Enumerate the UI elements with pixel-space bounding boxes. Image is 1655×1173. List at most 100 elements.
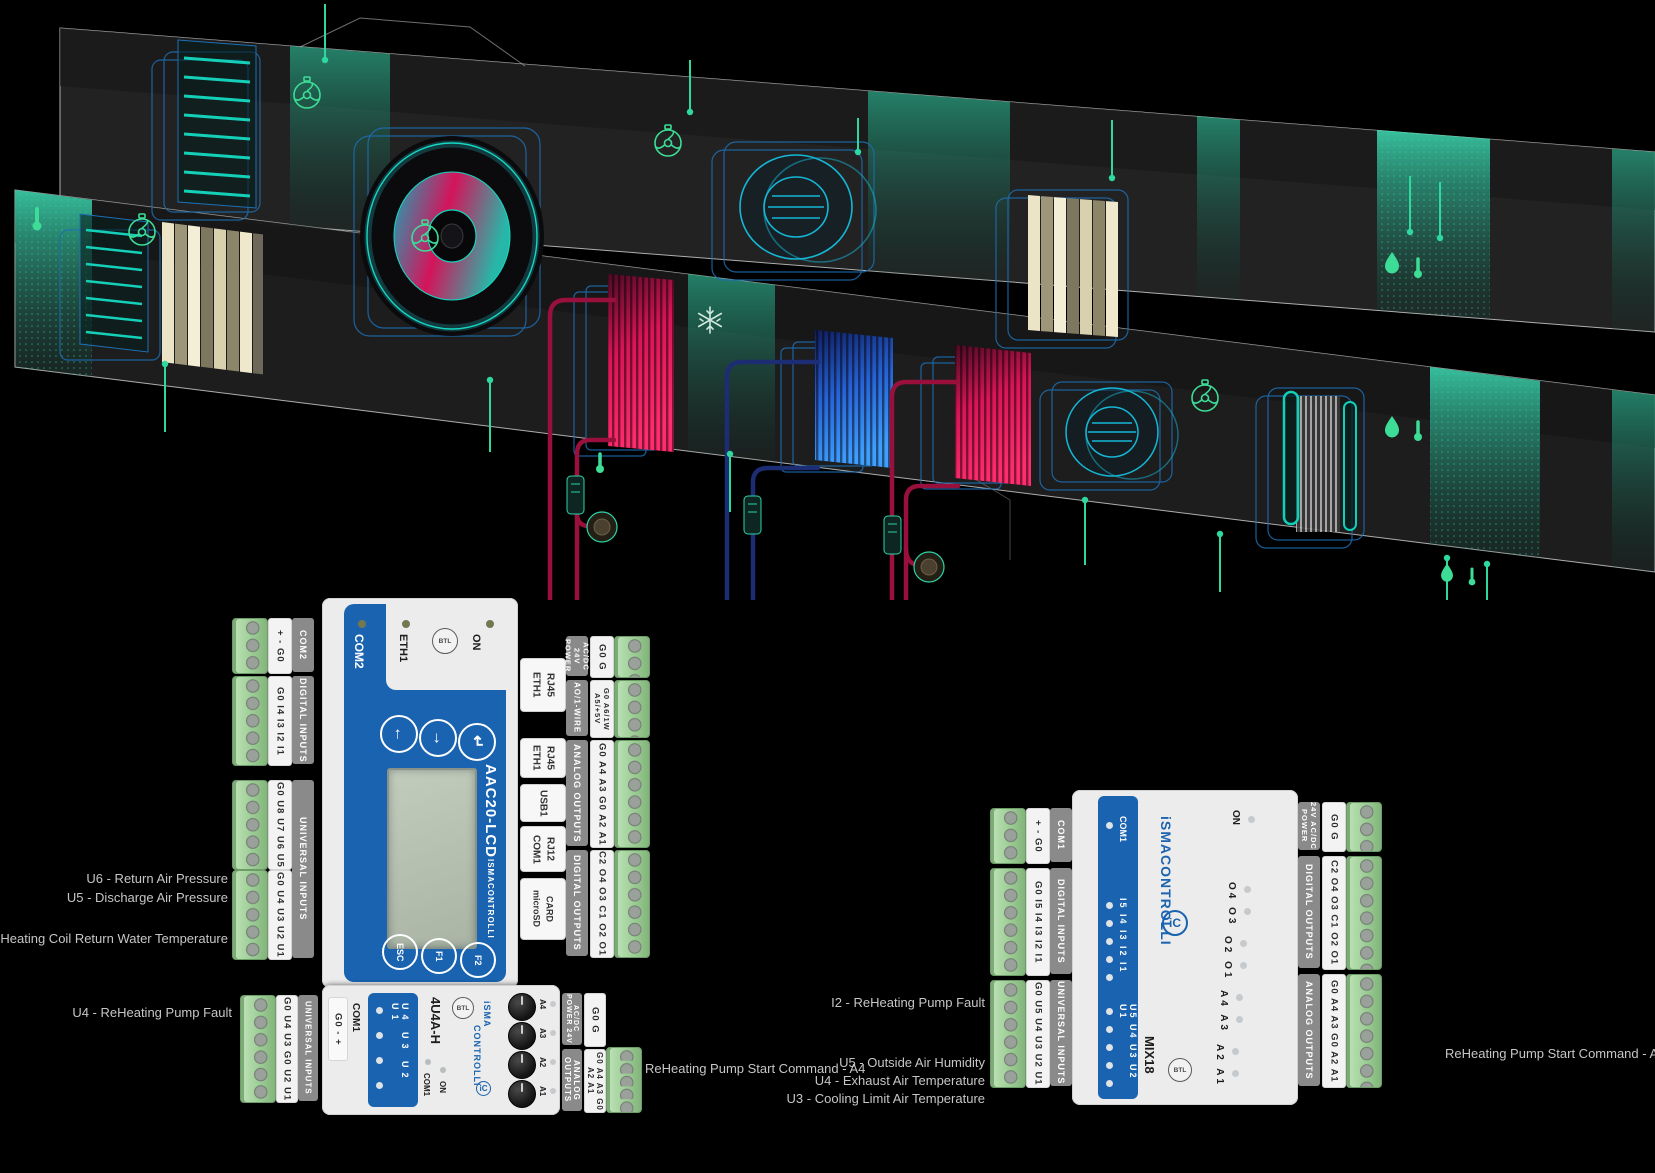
4u4a-com1-status-label: COM1 [422, 1073, 431, 1097]
aac20-ao1wire-terminals: G0 A6/1W A5/+5V [593, 687, 611, 731]
f2-button[interactable]: F2 [460, 942, 496, 978]
mix18-di-terminals: G0 I5 I4 I3 I2 I1 [1032, 880, 1044, 964]
aac20-ao1wire-terminal-block [614, 680, 650, 738]
mix18-brand-logo: iSMACONTROLLI [1158, 816, 1174, 946]
mix18-com1-header: COM1 [1056, 819, 1066, 850]
aac20-com2-led [358, 620, 366, 628]
mix18-u3-led [1106, 1044, 1113, 1051]
label-u5-outside-air-humidity: U5 - Outside Air Humidity [839, 1055, 985, 1070]
4u4a-on-label: ON [438, 1081, 447, 1093]
mix18-com1-label: COM1 [1118, 816, 1128, 843]
4u4a-model-label: 4U4A-H [428, 997, 443, 1044]
label-u4-heating-coil-return-water-temperature: U4 - Heating Coil Return Water Temperatu… [0, 931, 228, 946]
enter-button[interactable]: ↵ [458, 723, 496, 761]
air-filter-lower [162, 222, 263, 375]
4u4a-analog-output-terminal-block [606, 1047, 642, 1113]
controller-aac20-lcd: + - G0 G0 I4 I3 I2 I1 G0 U8 U7 U6 U5 G0 … [232, 598, 650, 988]
mix18-power-terminals: G0 G [1328, 813, 1340, 841]
mix18-a4-led [1236, 994, 1243, 1001]
4u4a-knob-a4[interactable] [508, 993, 536, 1021]
aac20-digital-output-terminal-block [614, 850, 650, 958]
temperature-sensor-icon [32, 207, 42, 231]
aac20-model-label: AAC20-LCD [482, 764, 499, 859]
4u4a-knob-a3-label: A3 [538, 1028, 547, 1039]
fan-status-icons [128, 76, 1219, 412]
mix18-digital-input-terminal-block [990, 868, 1026, 976]
temperature-sensor-icon [1414, 257, 1422, 278]
mix18-com1-terminals: + - G0 [1032, 819, 1044, 853]
cooling-pipes [724, 359, 821, 600]
4u4a-knob-a4-label: A4 [538, 999, 547, 1010]
mix18-ui-led-labels: U5 U4 U3 U2 U1 [1118, 1004, 1138, 1080]
aac20-digital-outputs-header: DIGITAL OUTPUTS [572, 855, 582, 951]
4u4a-knob-a3[interactable] [508, 1022, 536, 1050]
mix18-ao-terminals: G0 A4 A3 G0 A2 A1 [1328, 979, 1340, 1083]
4u4a-a4-led [550, 1001, 556, 1007]
air-filter-upper [1028, 195, 1118, 337]
mix18-o3-led [1244, 908, 1251, 915]
mix18-u1-led [1106, 1080, 1113, 1087]
4u4a-knob-a2-label: A2 [538, 1057, 547, 1068]
aac20-ui-terminals-2: G0 U4 U3 U2 U1 [274, 872, 286, 958]
mix18-do-header: DIGITAL OUTPUTS [1304, 864, 1314, 960]
4u4a-u2-led [376, 1057, 383, 1064]
mix18-o2-o1-labels: O2 O1 [1222, 936, 1233, 981]
return-fan [739, 154, 877, 263]
mix18-com1-led [1106, 822, 1113, 829]
4u4a-knob-a1[interactable] [508, 1080, 536, 1108]
f1-button[interactable]: F1 [421, 938, 457, 974]
mix18-di-led-labels: I5 I4 I3 I2 I1 [1118, 898, 1128, 974]
esc-button[interactable]: ESC [382, 934, 418, 970]
4u4a-ui-header: UNIVERSAL INPUTS [303, 1001, 313, 1095]
aac20-ui-terminals-1: G0 U8 U7 U6 U5 [274, 782, 286, 868]
snowflake-icon [697, 306, 723, 334]
mix18-on-led [1248, 816, 1255, 823]
valve-cooling [743, 495, 762, 535]
aac20-usb1-port[interactable]: USB1 [520, 784, 566, 822]
aac20-lcd-screen [387, 768, 477, 949]
4u4a-led-labels: U4 U3 U2 U1 [390, 1003, 410, 1083]
pump-heating [586, 511, 618, 543]
humidity-sensor-icon [1385, 252, 1453, 582]
arrow-left-button[interactable]: ← [380, 715, 418, 753]
4u4a-com1-label-left: COM1 [350, 1003, 361, 1032]
aac20-com2-label: COM2 [352, 634, 366, 669]
mix18-u4-led [1106, 1026, 1113, 1033]
mix18-a2-led [1232, 1048, 1239, 1055]
aac20-universal-input-terminal-block-1 [232, 780, 268, 870]
heating-coil [608, 274, 674, 452]
mix18-digital-output-terminal-block [1346, 856, 1382, 970]
pump-reheating [913, 551, 945, 583]
label-u4-reheating-pump-fault: U4 - ReHeating Pump Fault [72, 1005, 232, 1020]
mix18-i1-led [1106, 974, 1113, 981]
aac20-di-terminals: G0 I4 I3 I2 I1 [274, 686, 286, 756]
aac20-di-header: DIGITAL INPUTS [298, 677, 308, 763]
aac20-analog-outputs-header: ANALOG OUTPUTS [572, 743, 582, 843]
label-u6-return-air-pressure: U6 - Return Air Pressure [86, 871, 228, 886]
aac20-universal-input-terminal-block-2 [232, 870, 268, 960]
mix18-a1-led [1232, 1070, 1239, 1077]
louver-grille-lower [79, 213, 149, 353]
aac20-on-led [486, 620, 494, 628]
mix18-i5-led [1106, 902, 1113, 909]
arrow-right-button[interactable]: → [419, 719, 457, 757]
aac20-com2-terminals: + - G0 [274, 629, 286, 663]
aac20-eth1-led [402, 620, 410, 628]
mix18-i3-led [1106, 938, 1113, 945]
label-u4-exhaust-air-temperature: U4 - Exhaust Air Temperature [814, 1073, 985, 1088]
temperature-sensor-icon [1468, 567, 1476, 586]
label-i2-reheating-pump-fault: I2 - ReHeating Pump Fault [831, 995, 985, 1010]
4u4a-knob-a2[interactable] [508, 1051, 536, 1079]
silencer [1282, 390, 1357, 532]
mix18-on-label: ON [1230, 810, 1241, 825]
cooling-coil [815, 330, 893, 468]
aac20-brand-logo: ISMACONTROLLI [486, 859, 495, 939]
mix18-a3-led [1236, 1016, 1243, 1023]
label-reheating-pump-start-command-a4-left: ReHeating Pump Start Command - A4 [645, 1061, 866, 1076]
mix18-led-strip: COM1 I5 I4 I3 I2 I1 U5 U4 U3 U2 U1 [1098, 796, 1138, 1099]
